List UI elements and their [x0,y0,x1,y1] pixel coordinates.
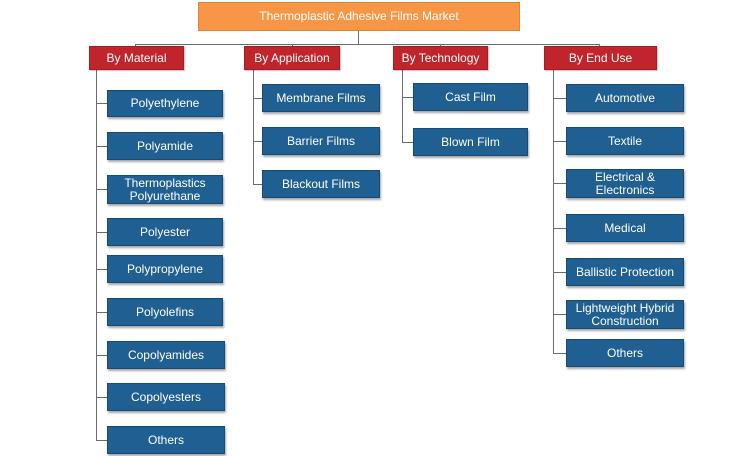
technology-item-cast-film: Cast Film [413,83,528,111]
material-item-polypropylene: Polypropylene [107,255,223,283]
connector-horizontal-bar [135,44,600,45]
connector-application-tick [253,98,263,99]
application-item-barrier-films: Barrier Films [262,127,380,155]
connector-application-tick [253,141,263,142]
end-use-item-automotive: Automotive [566,84,684,112]
material-item-polyolefins: Polyolefins [107,298,223,326]
material-item-polyethylene: Polyethylene [107,90,223,117]
connector-enduse-tick [553,183,567,184]
root-title: Thermoplastic Adhesive Films Market [198,2,520,31]
material-item-thermoplastics-polyurethane: Thermoplastics Polyurethane [107,175,223,204]
connector-material-tick [96,103,108,104]
end-use-item-lightweight-hybrid-construction: Lightweight Hybrid Construction [566,300,684,329]
connector-enduse-tick [553,314,567,315]
category-by-technology: By Technology [393,46,488,70]
category-by-end-use: By End Use [544,46,657,70]
end-use-item-medical: Medical [566,214,684,242]
connector-enduse-spine [553,70,554,354]
connector-root-stem [358,30,359,45]
connector-technology-tick [402,142,414,143]
technology-item-blown-film: Blown Film [413,128,528,156]
connector-application-spine [253,70,254,185]
application-item-blackout-films: Blackout Films [262,170,380,198]
connector-enduse-tick [553,272,567,273]
end-use-item-ballistic-protection: Ballistic Protection [566,258,684,286]
connector-application-tick [253,184,263,185]
connector-enduse-tick [553,141,567,142]
connector-technology-spine [402,70,403,143]
connector-technology-tick [402,97,414,98]
connector-enduse-tick [553,98,567,99]
connector-material-tick [96,355,108,356]
application-item-membrane-films: Membrane Films [262,84,380,112]
material-item-polyamide: Polyamide [107,132,223,160]
end-use-item-electrical-electronics: Electrical & Electronics [566,169,684,198]
connector-material-tick [96,232,108,233]
connector-material-tick [96,440,108,441]
category-by-material: By Material [89,46,184,70]
end-use-item-others: Others [566,339,684,367]
material-item-others: Others [107,426,225,454]
category-by-application: By Application [244,46,340,70]
connector-enduse-tick [553,353,567,354]
material-item-polyester: Polyester [107,218,223,246]
connector-material-tick [96,269,108,270]
material-item-copolyesters: Copolyesters [107,383,225,411]
connector-material-tick [96,189,108,190]
connector-material-spine [96,70,97,441]
connector-enduse-tick [553,228,567,229]
connector-material-tick [96,397,108,398]
connector-material-tick [96,146,108,147]
connector-material-tick [96,312,108,313]
material-item-copolyamides: Copolyamides [107,341,225,369]
end-use-item-textile: Textile [566,127,684,155]
